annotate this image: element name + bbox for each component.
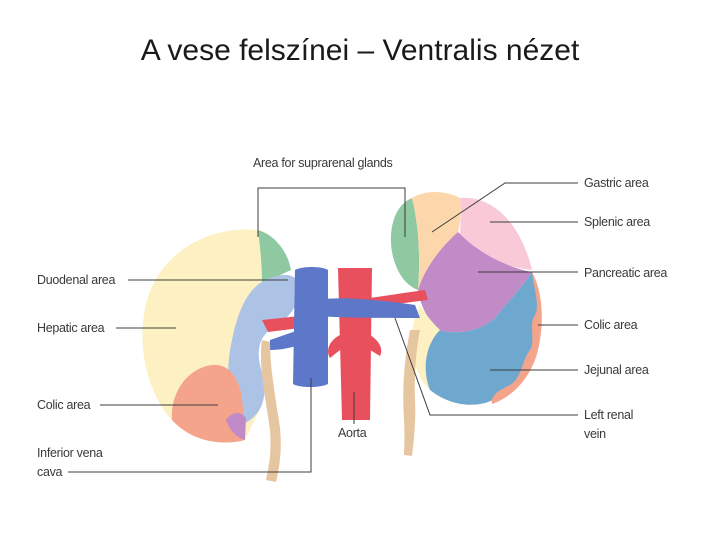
left-renal-vein — [315, 298, 420, 318]
left-hilum-region — [411, 305, 440, 390]
left-ureter — [403, 330, 420, 456]
leader-gastric — [431, 182, 578, 233]
right-kidney — [142, 229, 301, 443]
leader-ivc — [68, 378, 312, 473]
duodenal-area-region — [228, 274, 301, 425]
right-renal-artery — [262, 316, 300, 332]
leader-left-renal-vein — [394, 317, 578, 416]
right-renal-vein — [270, 330, 300, 350]
label-gastric: Gastric area — [584, 176, 649, 190]
right-ureter — [260, 340, 281, 482]
left-kidney — [390, 192, 542, 405]
label-duodenal: Duodenal area — [37, 273, 115, 287]
hilum-tip-region — [226, 412, 246, 440]
gastric-area-region — [412, 192, 461, 290]
label-ivc-line1: Inferior vena — [37, 446, 103, 460]
label-colic-right: Colic area — [584, 318, 638, 332]
label-ivc-line2: cava — [37, 465, 63, 479]
label-pancreatic: Pancreatic area — [584, 266, 667, 280]
colic-area-region-right — [171, 364, 245, 443]
label-suprarenal: Area for suprarenal glands — [253, 156, 393, 170]
label-jejunal: Jejunal area — [584, 363, 649, 377]
pancreatic-area-region — [418, 232, 532, 333]
label-left-renal-vein-line1: Left renal — [584, 408, 633, 422]
colic-area-region-left — [491, 272, 542, 404]
label-colic-left: Colic area — [37, 398, 91, 412]
mesenteric-artery — [328, 335, 344, 358]
label-splenic: Splenic area — [584, 215, 650, 229]
inferior-vena-cava — [293, 267, 328, 387]
suprarenal-area-region-left — [390, 198, 420, 290]
page-title: A vese felszínei – Ventralis nézet — [140, 34, 580, 67]
label-hepatic: Hepatic area — [37, 321, 105, 335]
labels: Area for suprarenal glands Duodenal area… — [37, 156, 668, 479]
label-left-renal-vein-line2: vein — [584, 427, 606, 441]
leader-lines — [68, 182, 578, 473]
jejunal-area-region — [423, 272, 540, 405]
testicular-artery — [370, 335, 382, 356]
great-vessels — [262, 267, 428, 420]
label-aorta: Aorta — [338, 426, 367, 440]
ureters — [260, 330, 420, 482]
leader-suprarenal — [257, 187, 406, 237]
suprarenal-area-region-right — [258, 230, 291, 282]
